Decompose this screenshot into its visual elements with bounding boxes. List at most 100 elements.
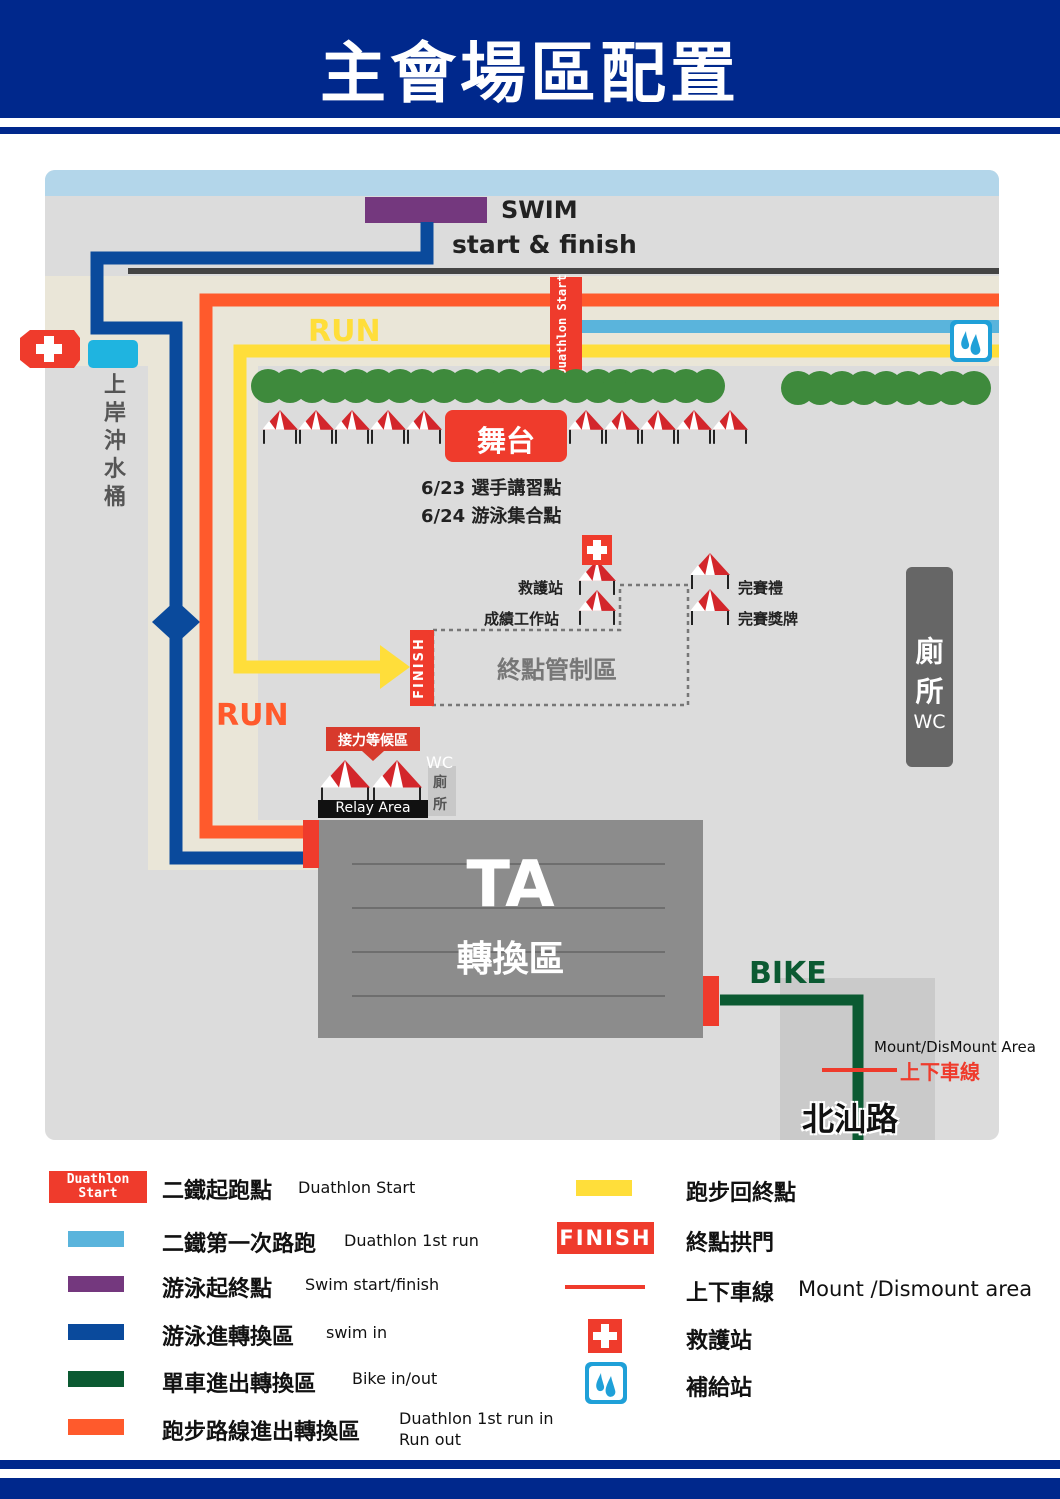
- run-return-route: [233, 344, 999, 674]
- legend-finish-badge: FINISH: [557, 1222, 654, 1254]
- stage-note-1: 6/23 選手講習點: [421, 478, 562, 499]
- legend-swim-in-en: swim in: [326, 1323, 388, 1342]
- tent: [406, 410, 442, 444]
- relay-waiting-label: 接力等候區: [338, 733, 408, 749]
- run-label-top: RUN: [308, 314, 381, 349]
- legend-swim-en: Swim start/finish: [305, 1275, 440, 1294]
- ta-label: TA: [466, 848, 555, 922]
- legend-finish-badge-text: FINISH: [559, 1226, 652, 1250]
- legend-duathlon-start-badge: Duathlon Start: [49, 1171, 147, 1203]
- mount-line: [822, 1068, 897, 1072]
- tent: [676, 410, 712, 444]
- results-tent-label: 成績工作站: [484, 610, 560, 628]
- ta-zh-label: 轉換區: [456, 939, 565, 980]
- legend-run: 跑步路線進出轉換區: [162, 1420, 361, 1445]
- legend-swatch-run: [68, 1419, 124, 1435]
- road-label: 北汕路: [802, 1100, 899, 1138]
- swim-sub-label: start & finish: [452, 230, 637, 259]
- tent: [568, 410, 604, 444]
- tent: [578, 590, 616, 625]
- transition-area: [318, 820, 703, 1038]
- duathlon-start-banner: [550, 277, 582, 373]
- water-station-icon: [950, 320, 992, 362]
- small-toilet-wc: WC: [426, 753, 453, 772]
- title-banner: [0, 0, 1060, 118]
- legend-run-en: Duathlon 1st run in: [399, 1409, 554, 1428]
- tent: [334, 410, 370, 444]
- legend-swatch-run-return: [576, 1180, 632, 1196]
- legend-mount: 上下車線: [686, 1281, 775, 1306]
- legend-mount-en: Mount /Dismount area: [798, 1277, 1033, 1301]
- legend-duathlon-start-en: Duathlon Start: [298, 1178, 416, 1197]
- tree: [957, 371, 991, 405]
- toilet-building: [906, 567, 953, 767]
- legend-finish-arch: 終點拱門: [686, 1231, 775, 1256]
- shower-label: 上岸沖水桶: [103, 373, 126, 510]
- legend-swatch-swim-in: [68, 1324, 124, 1340]
- legend-bike: 單車進出轉換區: [162, 1372, 317, 1397]
- finish-tents: [578, 553, 730, 625]
- railing: [128, 268, 999, 274]
- small-toilet-label-1: 廁: [433, 775, 447, 791]
- legend-bike-en: Bike in/out: [352, 1369, 438, 1388]
- bike-label: BIKE: [749, 956, 827, 991]
- ta-run-entrance: [303, 820, 319, 868]
- run-label-left: RUN: [216, 698, 289, 733]
- header-stripe: [0, 127, 1060, 134]
- duathlon-start-text: Duathlon Start: [555, 274, 569, 375]
- tent: [604, 410, 640, 444]
- footer-stripe: [0, 1460, 1060, 1469]
- page-title: 主會場區配置: [320, 35, 740, 112]
- run-route: [199, 293, 999, 839]
- map-base: [45, 170, 999, 1140]
- legend-first-aid-icon: [588, 1319, 622, 1353]
- toilet-wc-label: WC: [913, 711, 946, 733]
- legend-first-run: 二鐵第一次路跑: [162, 1232, 317, 1257]
- legend-water-station: 補給站: [686, 1376, 753, 1401]
- run-return-arrow: [380, 645, 410, 689]
- finisher-medal-label: 完賽獎牌: [738, 610, 799, 628]
- tent: [690, 553, 730, 589]
- duathlon-first-run-route: [578, 320, 999, 333]
- finish-arch: [410, 630, 434, 706]
- legend-duathlon-start-badge-text: Duathlon Start: [66, 1172, 130, 1201]
- tent: [640, 410, 676, 444]
- tent: [712, 410, 748, 444]
- legend-swatch-first-run: [68, 1231, 124, 1247]
- relay-waiting-sign: [326, 727, 420, 751]
- mount-zh-label: 上下車線: [900, 1060, 980, 1084]
- relay-area-label: Relay Area: [335, 800, 411, 816]
- legend-swim-in: 游泳進轉換區: [162, 1325, 295, 1350]
- tent: [370, 410, 406, 444]
- legend-swatch-mount: [565, 1285, 645, 1289]
- first-aid-tent-label: 救護站: [518, 579, 564, 597]
- footer-bar: [0, 1478, 1060, 1499]
- mount-en-label: Mount/DisMount Area: [874, 1038, 1036, 1056]
- venue-map: Duathlon Start FINISH: [20, 170, 999, 1140]
- legend-run-en-2: Run out: [399, 1430, 461, 1449]
- finisher-gift-label: 完賽禮: [738, 579, 784, 597]
- stage: [445, 410, 567, 462]
- tent: [262, 410, 298, 444]
- legend-duathlon-start: 二鐵起跑點: [162, 1179, 273, 1204]
- legend-water-station-icon: [585, 1362, 627, 1404]
- finish-arch-text: FINISH: [412, 637, 427, 699]
- toilet-label-1: 廁: [915, 635, 944, 668]
- stage-label: 舞台: [476, 424, 535, 458]
- legend-run-return: 跑步回終點: [686, 1181, 797, 1206]
- finish-zone-label: 終點管制區: [497, 656, 617, 684]
- tree-row-right: [781, 371, 991, 405]
- swim-in-route: [90, 222, 434, 865]
- tree: [691, 369, 725, 403]
- tent: [320, 760, 370, 802]
- tent: [298, 410, 334, 444]
- relay-area-sign: [318, 800, 428, 818]
- vendor-tents: [262, 410, 748, 444]
- first-aid-marker: [582, 535, 612, 565]
- stage-note-2: 6/24 游泳集合點: [421, 506, 562, 527]
- first-aid-icon: [20, 330, 80, 368]
- swim-label: SWIM: [501, 196, 578, 224]
- shower-station: [88, 340, 138, 368]
- tent: [372, 760, 422, 802]
- swim-direction-arrow: [152, 600, 200, 644]
